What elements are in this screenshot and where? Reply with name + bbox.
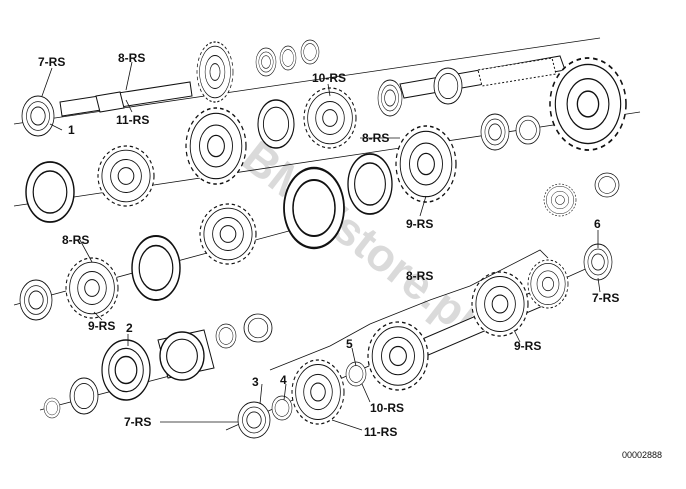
output-flange-assembly — [43, 313, 273, 419]
label-8-rs-c: 8-RS — [62, 233, 89, 247]
label-9-rs-c: 9-RS — [514, 339, 541, 353]
label-1: 1 — [68, 123, 75, 137]
label-11-rs-b: 11-RS — [364, 425, 397, 439]
label-8-rs-d: 8-RS — [406, 269, 433, 283]
label-3: 3 — [252, 375, 259, 389]
label-4: 4 — [280, 373, 287, 387]
label-8-rs-b: 8-RS — [362, 131, 389, 145]
label-5: 5 — [346, 337, 353, 351]
part-labels: 7-RS 8-RS 11-RS 1 10-RS 8-RS 9-RS 8-RS 6… — [38, 51, 619, 439]
input-shaft-assembly — [21, 39, 320, 137]
label-7-rs-b: 7-RS — [592, 291, 619, 305]
label-10-rs-b: 10-RS — [370, 401, 404, 415]
main-shaft-assembly — [377, 55, 627, 151]
synchro-gears-row-2 — [25, 87, 620, 250]
label-6: 6 — [594, 217, 601, 231]
label-9-rs-a: 9-RS — [406, 217, 433, 231]
label-8-rs-a: 8-RS — [118, 51, 145, 65]
countershaft-assembly — [237, 243, 613, 439]
label-9-rs-b: 9-RS — [88, 319, 115, 333]
reference-number: 00002888 — [622, 450, 662, 460]
label-2: 2 — [126, 321, 133, 335]
leader-lines — [41, 61, 601, 431]
label-10-rs-a: 10-RS — [312, 71, 346, 85]
label-11-rs-a: 11-RS — [116, 113, 149, 127]
label-7-rs-a: 7-RS — [38, 55, 65, 69]
label-7-rs-c: 7-RS — [124, 415, 151, 429]
